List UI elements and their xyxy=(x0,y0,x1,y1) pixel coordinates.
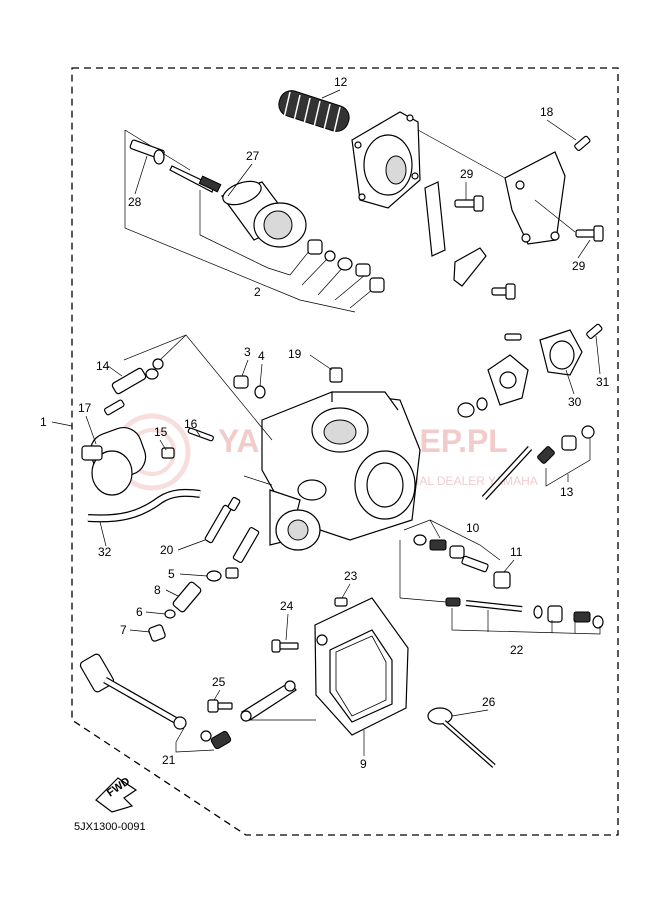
screw-part-31 xyxy=(586,323,603,339)
callout-10: 10 xyxy=(466,521,480,535)
callout-2: 2 xyxy=(254,285,261,299)
callout-32: 32 xyxy=(98,545,112,559)
starter-part-17 xyxy=(81,427,147,496)
plunger-part-14 xyxy=(103,358,164,416)
spring-part-10 xyxy=(413,534,489,573)
screw-bracket-bottom xyxy=(491,283,516,300)
callout-6: 6 xyxy=(136,605,143,619)
screw-part-29b xyxy=(575,225,604,242)
callout-31: 31 xyxy=(596,375,610,389)
callout-30: 30 xyxy=(568,395,582,409)
screw-part-23 xyxy=(334,597,348,607)
callout-23: 23 xyxy=(344,569,358,583)
callout-22: 22 xyxy=(510,643,524,657)
callout-1: 1 xyxy=(40,415,47,429)
drawing-code: 5JX1300-0091 xyxy=(74,821,146,833)
screw-part-19 xyxy=(329,367,343,383)
ring-part-6 xyxy=(164,609,176,619)
callout-21: 21 xyxy=(162,753,176,767)
callout-29a: 29 xyxy=(460,167,474,181)
callout-29b: 29 xyxy=(572,259,586,273)
spring-part-12 xyxy=(278,90,350,134)
callout-4: 4 xyxy=(258,349,265,363)
callout-12: 12 xyxy=(334,75,348,89)
pin-part-28 xyxy=(129,139,165,165)
screw-part-13 xyxy=(481,425,595,501)
pin-part-16 xyxy=(187,427,214,442)
callout-27: 27 xyxy=(246,149,260,163)
washer-part-5 xyxy=(206,570,222,582)
callout-18: 18 xyxy=(540,105,554,119)
fwd-arrow-icon: FWD xyxy=(95,775,138,813)
float-chamber-part-9 xyxy=(314,597,409,736)
sensor-plate xyxy=(487,354,529,406)
callout-26: 26 xyxy=(482,695,496,709)
screw-part-18 xyxy=(574,135,591,151)
callout-5: 5 xyxy=(168,567,175,581)
callout-7: 7 xyxy=(120,623,127,637)
screw-part-15 xyxy=(161,447,175,459)
carburetor-top-cover xyxy=(351,111,421,209)
callout-17: 17 xyxy=(78,401,92,415)
callout-3: 3 xyxy=(244,345,251,359)
piston-small-parts xyxy=(307,239,385,293)
piston-diaphragm xyxy=(221,180,307,248)
callout-24: 24 xyxy=(280,599,294,613)
callout-20: 20 xyxy=(160,543,174,557)
screw-part-29a xyxy=(454,195,484,212)
screw-part-25 xyxy=(207,699,233,713)
throttle-bracket xyxy=(424,151,566,287)
callout-14: 14 xyxy=(96,359,110,373)
callout-8: 8 xyxy=(154,583,161,597)
screw-part-24 xyxy=(271,639,299,653)
sensor-part-30 xyxy=(539,329,583,376)
callout-leaders xyxy=(85,89,601,756)
callout-25: 25 xyxy=(212,675,226,689)
callout-9: 9 xyxy=(360,757,367,771)
callout-16: 16 xyxy=(184,417,198,431)
callout-15: 15 xyxy=(154,425,168,439)
washer-part-4 xyxy=(254,385,266,399)
needle-part-27 xyxy=(169,165,222,193)
carburetor-body xyxy=(261,391,421,551)
callout-19: 19 xyxy=(288,347,302,361)
jet-part xyxy=(232,527,260,563)
plug-part-7 xyxy=(148,624,166,642)
callout-13: 13 xyxy=(560,485,574,499)
plug-part-11 xyxy=(493,571,511,589)
hose-part-32 xyxy=(87,488,201,523)
spring-part-21 xyxy=(200,730,232,750)
callout-28: 28 xyxy=(128,195,142,209)
jet-part-8 xyxy=(172,581,202,613)
callout-11: 11 xyxy=(510,545,523,559)
callout-labels: 1 2 3 4 5 6 7 8 9 10 11 12 13 14 15 16 1… xyxy=(40,75,610,771)
shaft-part-21 xyxy=(79,653,187,730)
screw-part-3 xyxy=(233,375,249,389)
rod-part-26 xyxy=(427,707,496,768)
link-bracket xyxy=(240,680,297,722)
screw-part-22 xyxy=(445,597,604,629)
screw-part-20 xyxy=(204,496,241,544)
